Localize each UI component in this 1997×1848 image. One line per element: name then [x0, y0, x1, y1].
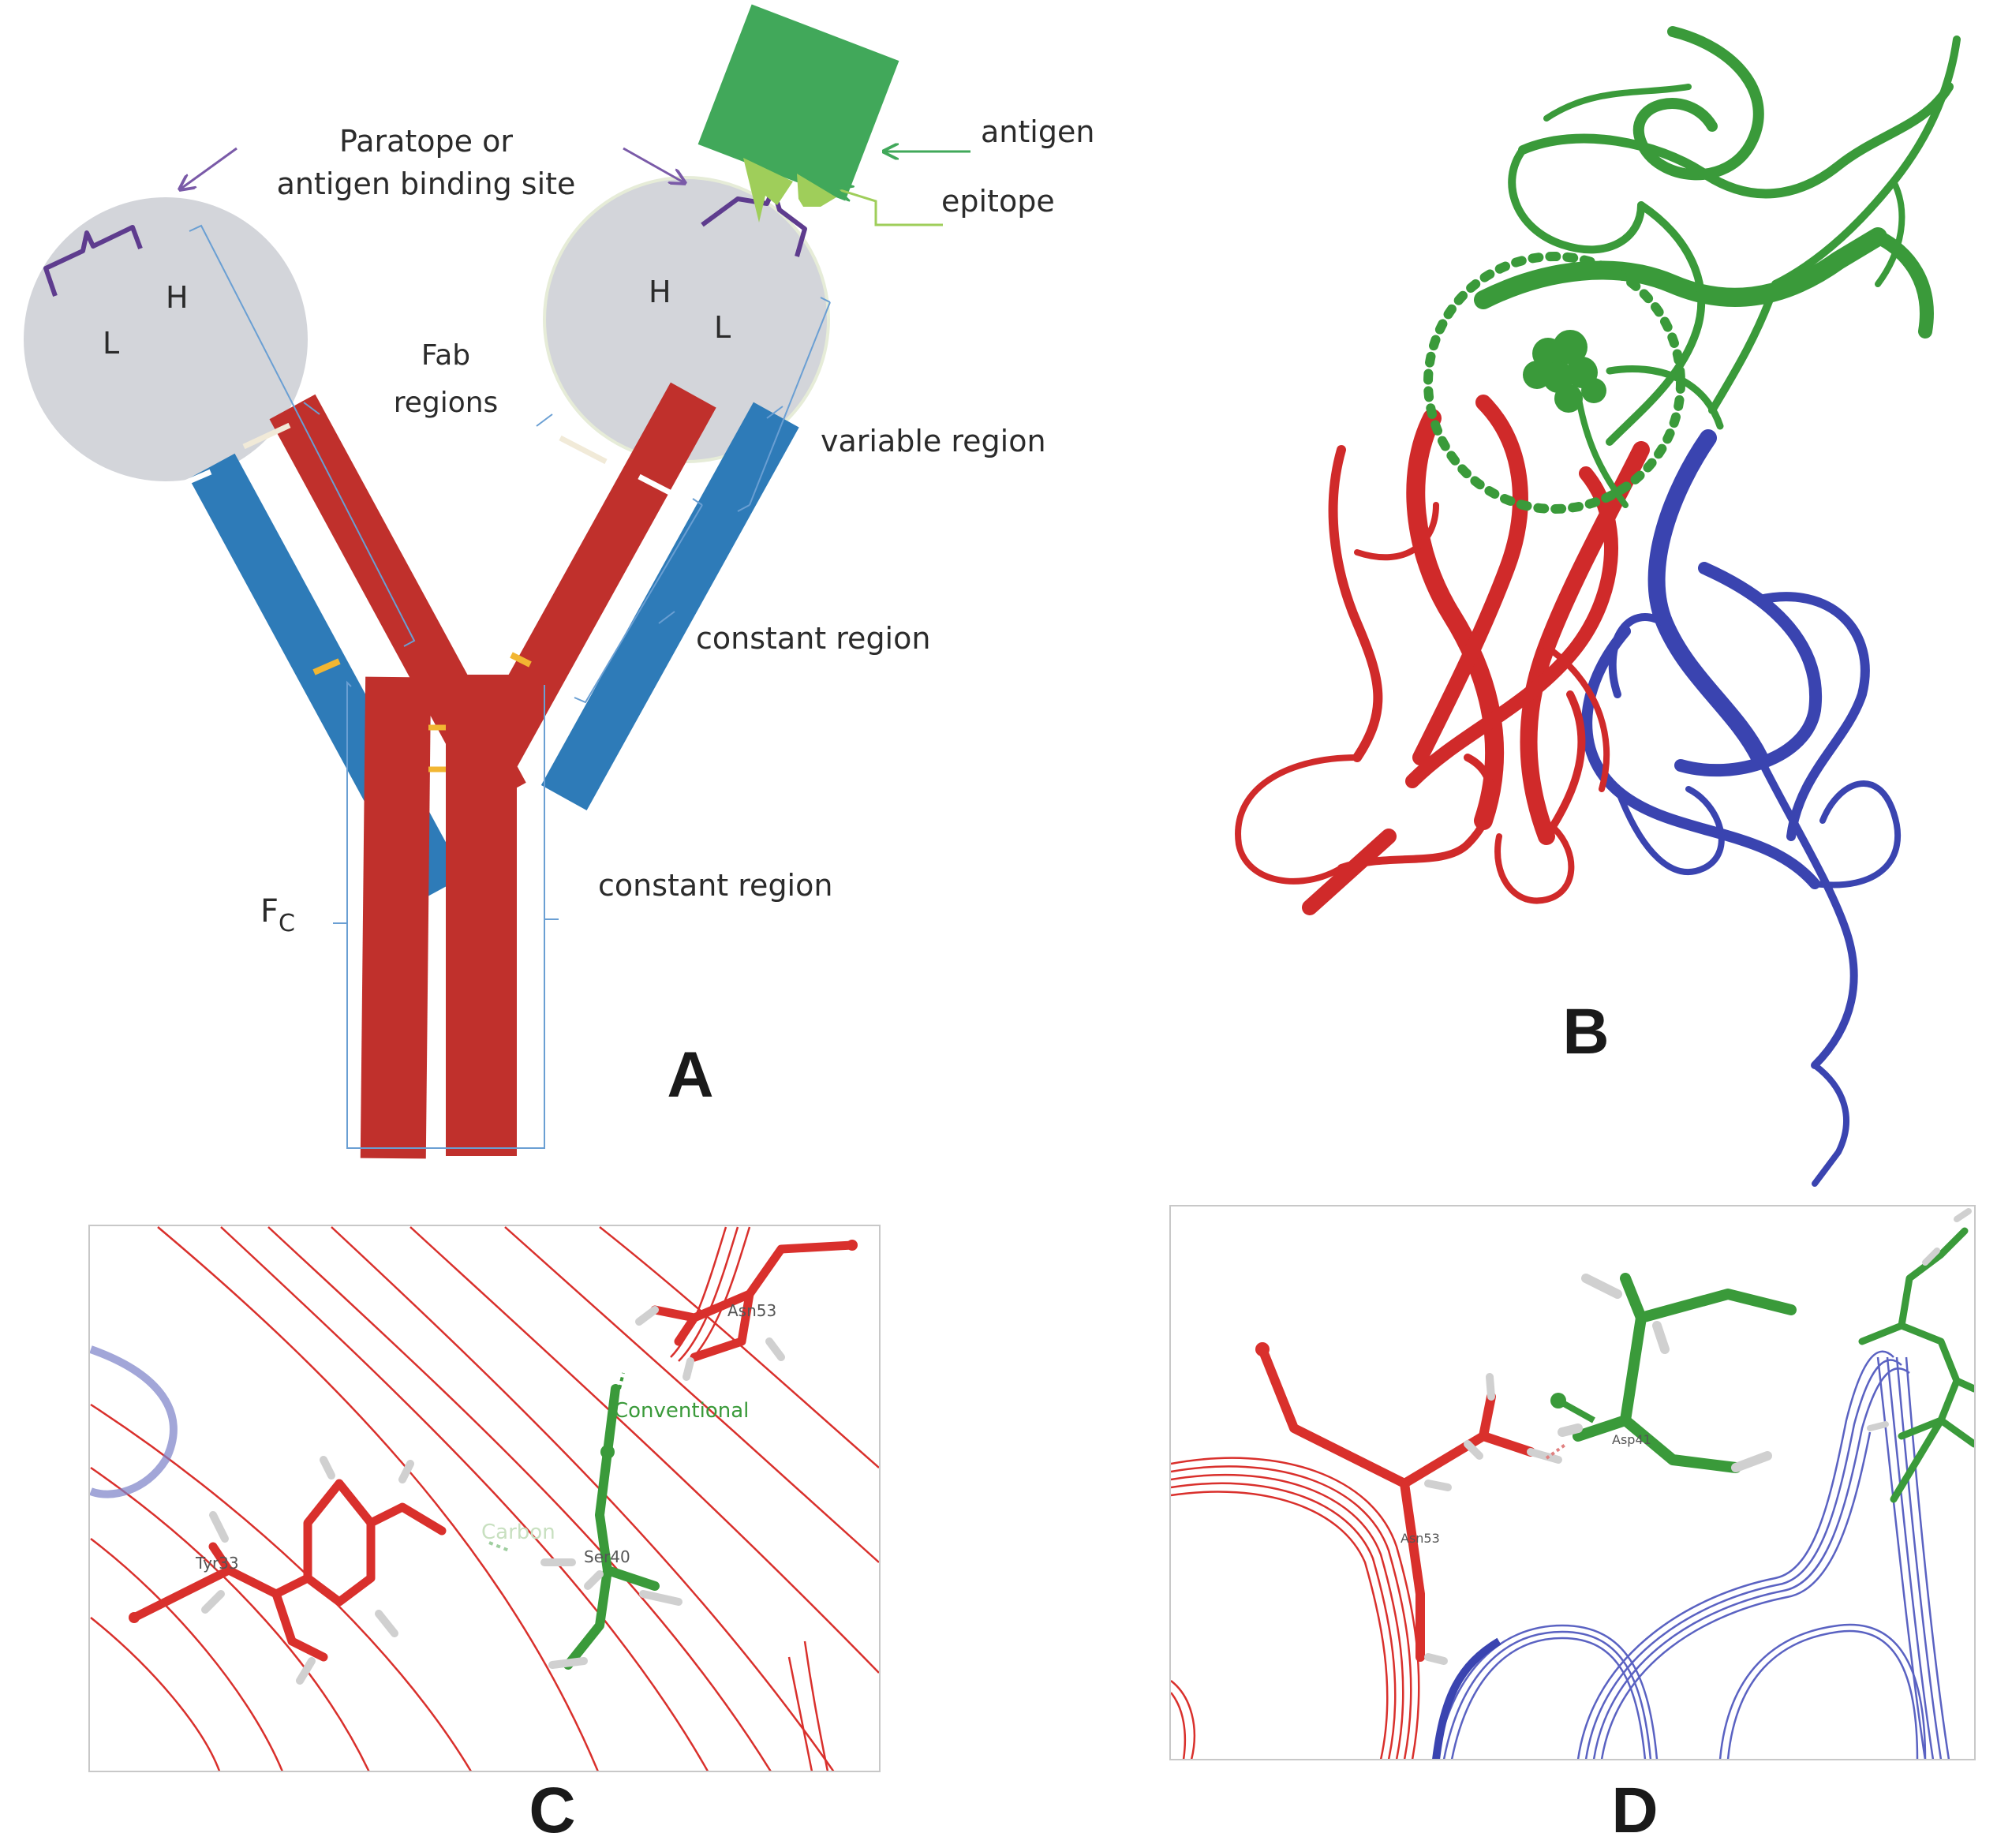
panel-letter-b: B — [1562, 996, 1609, 1068]
panel-d-blue-bundle — [1434, 1350, 1950, 1759]
panel-letter-c: C — [529, 1775, 575, 1846]
constant-region-fc-label: constant region — [598, 868, 832, 903]
panel-d-green-residue-right — [1858, 1227, 1974, 1503]
ribbon-blue-chain — [1581, 429, 1901, 1187]
fc-heavy-chain-right — [446, 675, 517, 1156]
paratope-bracket-left — [43, 225, 143, 297]
right-arm — [454, 297, 831, 811]
light-chain-right — [540, 402, 799, 811]
panel-d-hbond — [1545, 1442, 1568, 1460]
epitope-spheres — [1523, 330, 1606, 413]
light-chain-right-label: L — [714, 310, 731, 345]
panel-c: Asn53 Tyr33 Ser40 Conventional Carbon C — [88, 1225, 881, 1846]
panel-c-residue-left: Tyr33 — [195, 1554, 239, 1573]
antigen-label: antigen — [981, 114, 1094, 149]
paratope-label-line2: antigen binding site — [277, 166, 576, 201]
heavy-chain-right — [454, 382, 716, 798]
epitope-right — [797, 174, 836, 207]
panel-c-conventional-label: Conventional — [614, 1399, 749, 1423]
panel-c-hbond — [618, 1372, 625, 1390]
fc-stem — [333, 675, 559, 1159]
epitope-arrow — [838, 189, 943, 226]
epitope-left — [743, 158, 793, 223]
panel-c-top-residue — [650, 1240, 857, 1362]
light-chain-left-label: L — [103, 326, 119, 361]
panel-c-red-backbone — [90, 1226, 879, 1771]
paratope-arrow-left — [180, 147, 237, 189]
panel-c-hydrogens-left — [201, 1456, 414, 1685]
fab-label-line2: regions — [394, 387, 499, 419]
panel-d-residue-red: Asn53 — [1401, 1531, 1440, 1546]
epitope-dotted-circle — [1423, 252, 1685, 514]
panel-d: Asn53 Asp41 D — [1169, 1205, 1976, 1846]
panel-b: B — [1235, 26, 1961, 1187]
variable-region-label: variable region — [821, 424, 1046, 458]
fc-subscript: C — [279, 910, 295, 937]
panel-c-carbon-label: Carbon — [481, 1521, 555, 1544]
antigen-shape — [697, 4, 899, 201]
paratope-arrow-right — [623, 147, 685, 183]
paratope-label-line1: Paratope or — [339, 124, 513, 159]
panel-a: Paratope or antigen binding site antigen… — [24, 4, 1094, 1159]
panel-c-green-residue — [563, 1384, 660, 1670]
ribbon-red-chain — [1235, 395, 1650, 915]
panel-d-red-residue — [1258, 1345, 1535, 1662]
panel-c-red-residue — [129, 1479, 447, 1662]
panel-d-red-bundle — [1171, 1457, 1420, 1759]
panel-d-residue-green: Asp41 — [1612, 1432, 1651, 1447]
heavy-chain-right-label: H — [649, 275, 671, 309]
panel-c-blue-ribbon — [90, 1345, 178, 1498]
epitope-label: epitope — [941, 184, 1055, 219]
ribbon-green-antigen — [1474, 26, 1961, 508]
panel-c-residue-top: Asn53 — [727, 1301, 776, 1320]
fc-heavy-chain-left — [360, 676, 432, 1159]
fc-label: FC — [260, 893, 295, 937]
panel-letter-d: D — [1611, 1775, 1658, 1846]
panel-letter-a: A — [667, 1039, 713, 1111]
panel-c-carbon-bond — [488, 1541, 510, 1552]
fab-label-line1: Fab — [421, 339, 470, 372]
heavy-chain-left-label: H — [166, 280, 189, 315]
panel-d-green-residue — [1573, 1273, 1797, 1473]
panel-c-residue-mid: Ser40 — [584, 1547, 630, 1566]
constant-region-arm-label: constant region — [696, 621, 930, 656]
paratope-circle-left — [24, 197, 308, 481]
